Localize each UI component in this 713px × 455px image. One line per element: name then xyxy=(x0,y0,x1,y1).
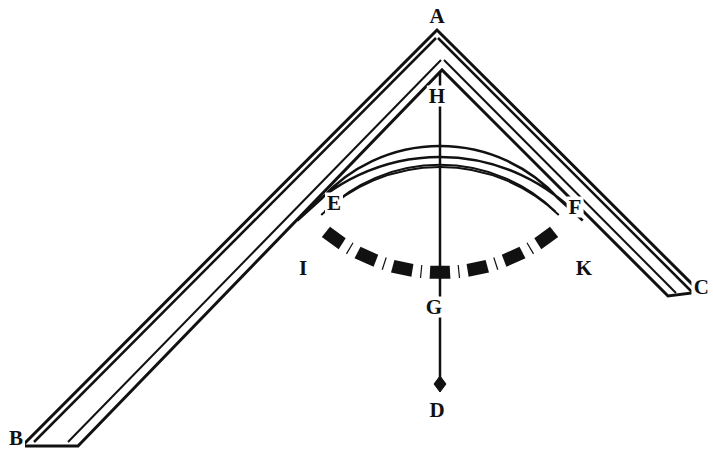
frame-rail xyxy=(68,60,441,442)
point-label: E xyxy=(325,193,343,214)
frame-rail xyxy=(34,38,436,442)
point-label: H xyxy=(427,86,447,107)
scale-block xyxy=(534,227,558,249)
point-label: K xyxy=(574,258,594,279)
scale-tick xyxy=(458,265,459,278)
scale-tick xyxy=(421,265,422,278)
point-label: F xyxy=(567,197,584,218)
frame-rail xyxy=(438,38,692,292)
frame-outline xyxy=(22,30,700,446)
scale-block xyxy=(391,260,413,277)
point-label: G xyxy=(424,297,444,318)
scale-block xyxy=(502,247,526,267)
point-label: B xyxy=(7,428,25,449)
scale-block xyxy=(322,227,346,249)
scale-tick xyxy=(527,243,534,254)
scale-tick xyxy=(494,258,498,270)
point-label: C xyxy=(692,277,711,298)
scale-block xyxy=(355,247,379,267)
scale-tick xyxy=(347,243,354,254)
plumb-bob xyxy=(434,376,446,392)
scale-tick xyxy=(382,258,386,270)
scale-block xyxy=(467,260,489,277)
plumb-line xyxy=(439,72,442,380)
point-label: I xyxy=(297,258,309,279)
point-label: D xyxy=(427,400,446,421)
point-label: A xyxy=(427,6,446,27)
frame-rail xyxy=(444,60,676,293)
